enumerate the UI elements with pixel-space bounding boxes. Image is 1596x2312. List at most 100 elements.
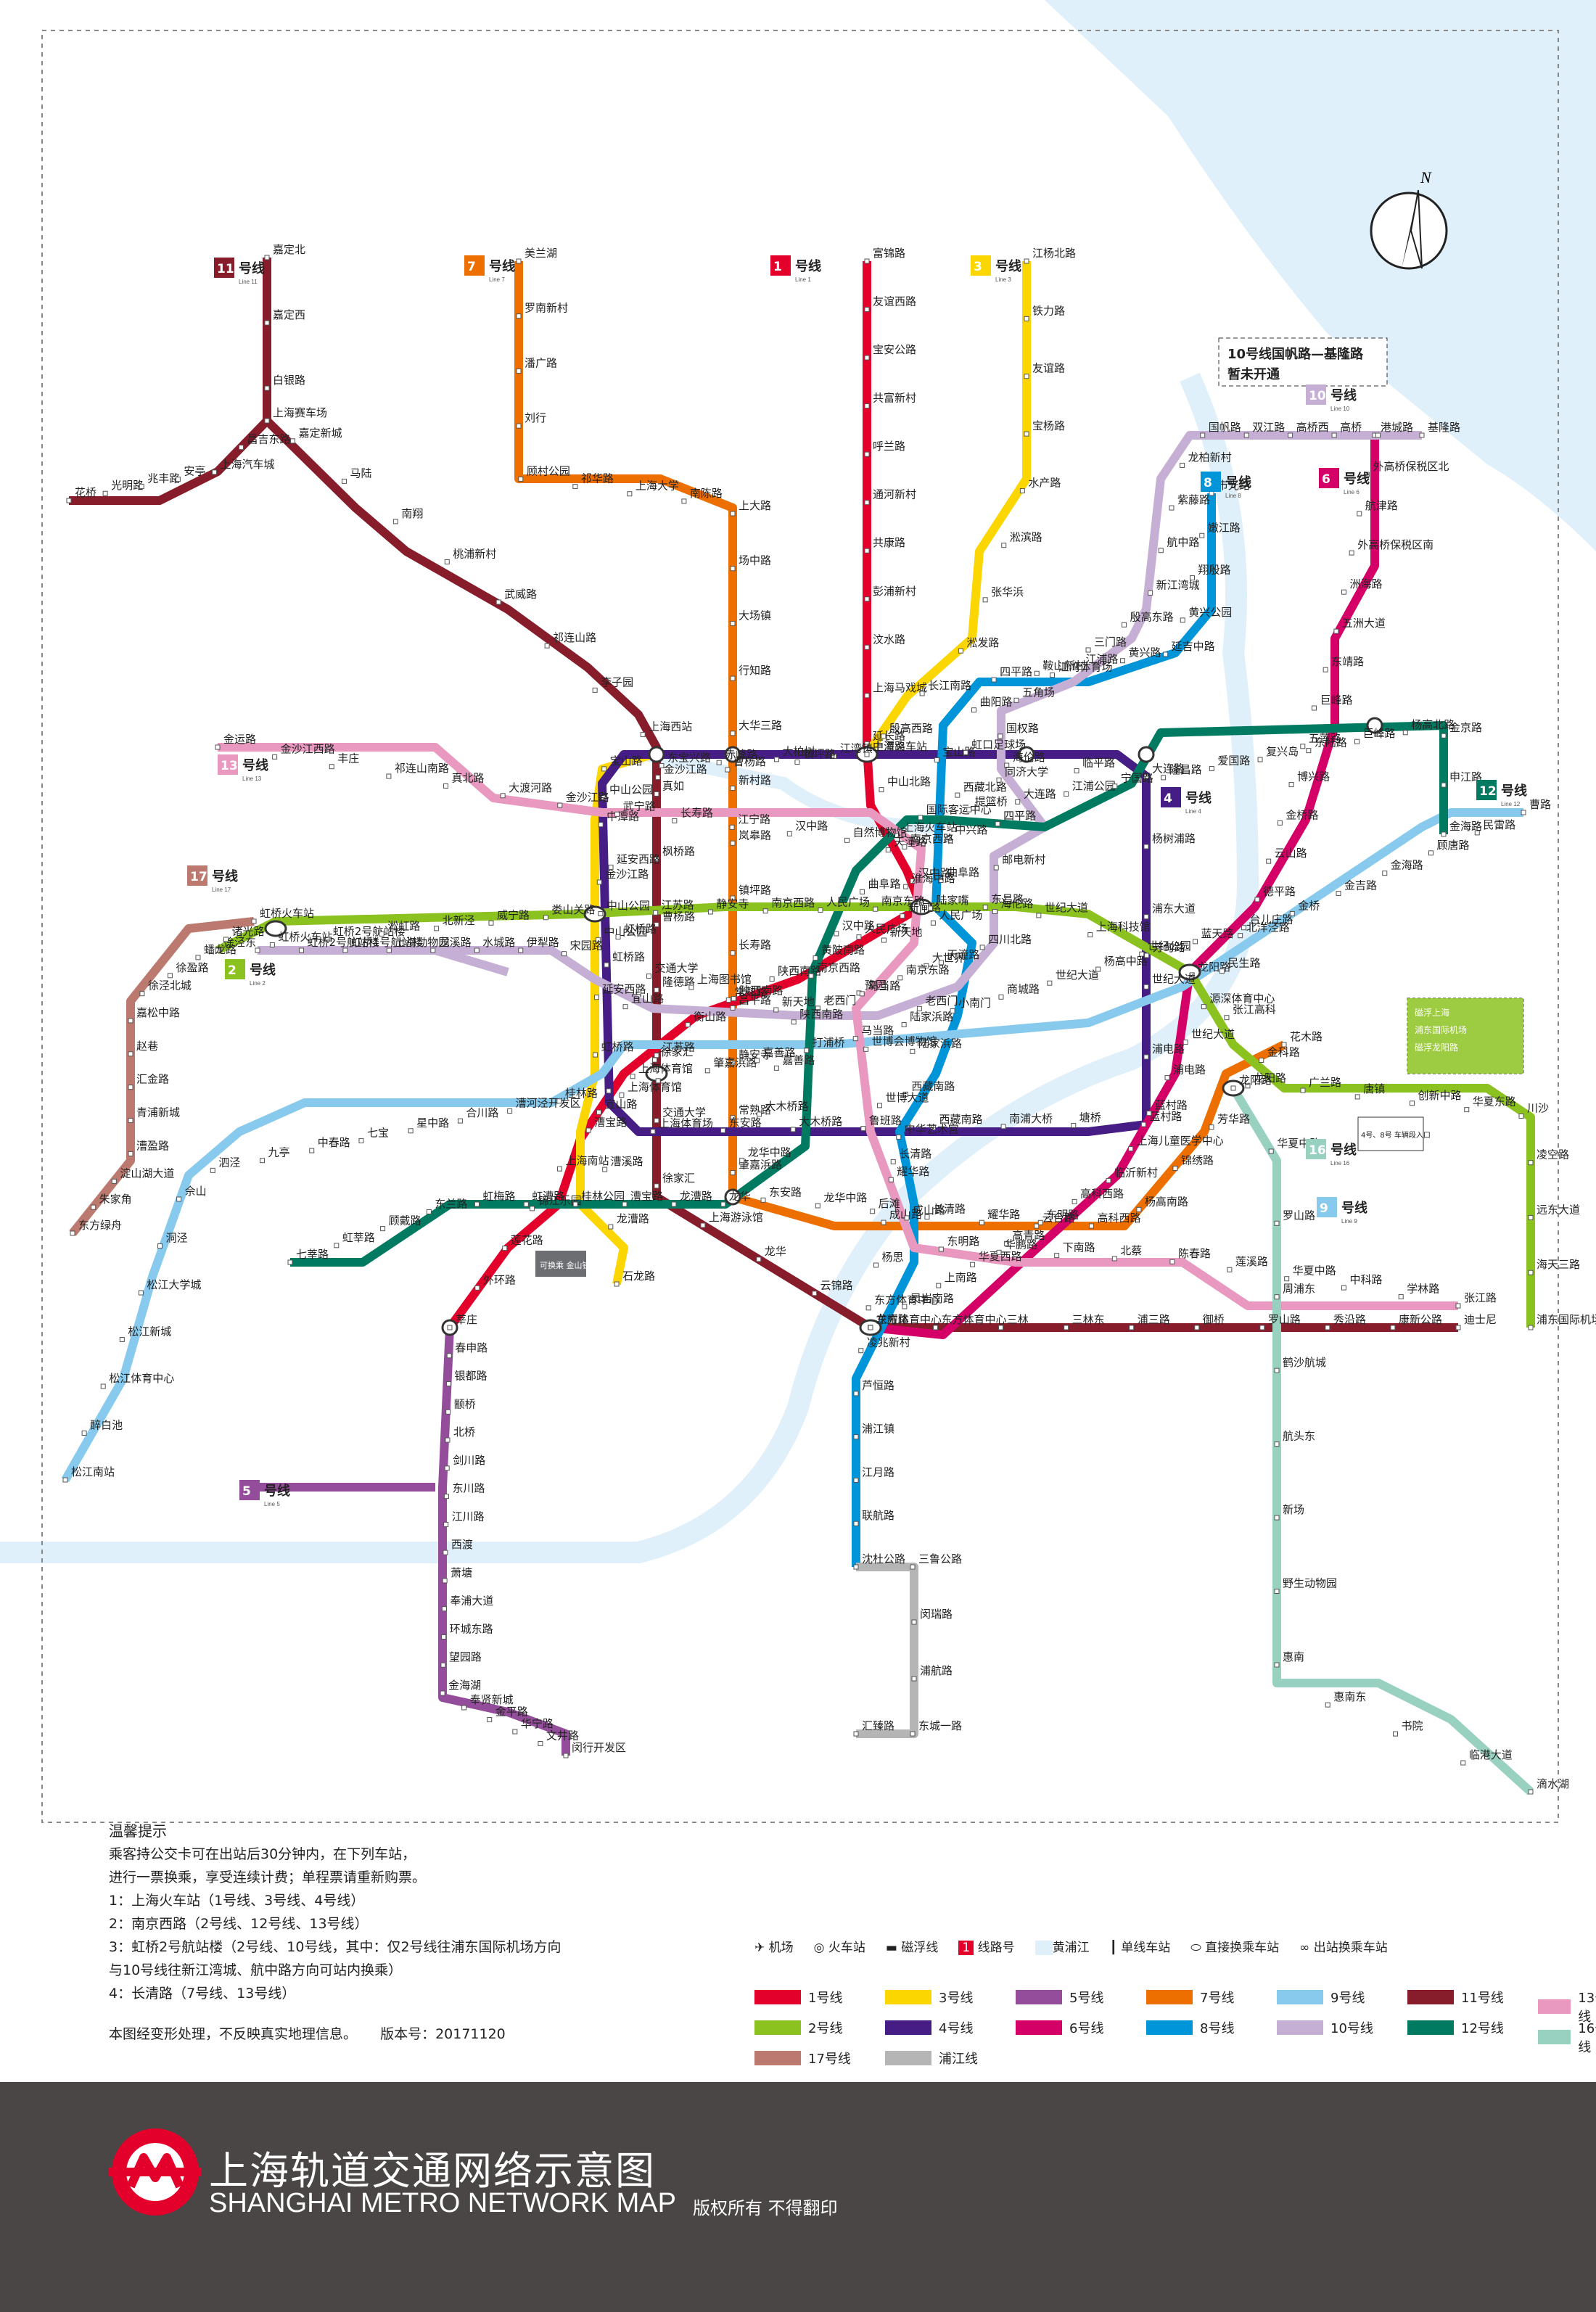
station-label: 东方绿舟	[78, 1219, 122, 1232]
station-marker	[730, 566, 736, 572]
station-label: 云锦路	[820, 1279, 853, 1292]
station-marker	[502, 1246, 508, 1251]
station-marker	[111, 1178, 117, 1184]
station-marker	[659, 763, 665, 769]
station-label: 南浦大桥	[1009, 1112, 1053, 1125]
station-marker	[853, 1521, 859, 1526]
station-label: 惠南东	[1333, 1690, 1366, 1703]
station-label: 世纪大道	[1056, 968, 1099, 982]
station-marker	[1441, 733, 1447, 739]
station-label: 罗山路	[1268, 1313, 1301, 1326]
station-label: 上海汽车城	[221, 458, 275, 471]
station-label: 友谊路	[1032, 362, 1065, 375]
station-marker	[730, 620, 736, 626]
station-marker	[700, 1222, 706, 1228]
station-marker	[890, 1159, 896, 1164]
station-label: 四川北路	[988, 933, 1032, 946]
station-marker	[730, 1005, 736, 1011]
station-marker	[685, 1022, 691, 1028]
station-marker	[1243, 432, 1249, 438]
station-label: 高桥西	[1296, 421, 1329, 434]
station-label: 翔殷路	[1198, 564, 1231, 577]
station-label: 学林路	[1407, 1283, 1439, 1296]
station-label: 青浦新城	[136, 1106, 180, 1119]
station-marker	[1071, 1198, 1077, 1204]
station-label: 德平路	[1263, 885, 1296, 898]
station-marker	[562, 951, 567, 957]
station-label: 上海体育馆	[638, 1062, 693, 1075]
single-station-legend: ┃ 单线车站	[1109, 1941, 1171, 1955]
station-marker	[1000, 1124, 1006, 1130]
station-marker	[445, 1437, 451, 1443]
station-marker	[175, 477, 181, 482]
station-marker	[754, 1058, 760, 1064]
station-label: 龙阳路	[1254, 1071, 1286, 1085]
station-marker	[543, 915, 548, 921]
station-marker	[903, 884, 909, 889]
station-label: 民雷路	[1483, 818, 1515, 831]
line-10	[258, 431, 1422, 1020]
station-label: 创新中路	[1418, 1089, 1461, 1102]
station-label: 伊犁路	[527, 936, 559, 949]
station-marker	[654, 922, 659, 928]
station-marker	[834, 931, 839, 937]
station-label: 世博大道	[885, 1091, 929, 1104]
station-marker	[66, 498, 72, 503]
station-label: 淀山湖大道	[120, 1167, 174, 1180]
line-12	[290, 721, 1448, 1267]
legend-swatch	[1016, 2020, 1062, 2035]
legend-label: 2号线	[808, 2021, 843, 2036]
station-marker	[1375, 432, 1381, 438]
station-label: 金沙江路	[664, 763, 707, 776]
station-label: 曹杨路	[662, 910, 695, 923]
line-badge-en: Line 2	[250, 980, 266, 987]
station-label: 上海火车站	[873, 740, 927, 753]
station-label: 下南路	[1063, 1241, 1095, 1254]
legend-swatch	[1538, 2030, 1571, 2044]
station-marker	[1200, 432, 1206, 438]
station-label: 浦东国际机场	[1537, 1313, 1596, 1326]
compass: N	[1370, 168, 1448, 270]
station-marker	[654, 987, 659, 993]
station-marker	[251, 918, 257, 924]
maglev-note-3: 磁浮龙阳路	[1415, 1042, 1458, 1053]
station-label: 东安路	[729, 1116, 762, 1129]
station-label: 星中路	[416, 1116, 449, 1130]
station-marker	[971, 707, 977, 713]
station-marker	[864, 355, 870, 361]
station-marker	[1037, 1219, 1043, 1225]
station-label: 武宁路	[623, 799, 656, 813]
station-marker	[853, 1564, 859, 1570]
station-label: 基隆路	[1428, 421, 1460, 434]
station-label: 外高桥保税区北	[1373, 460, 1449, 473]
legend-swatch	[1277, 2020, 1323, 2035]
station-marker	[853, 1731, 859, 1737]
station-marker	[538, 1740, 543, 1746]
station-marker	[544, 643, 550, 649]
station-label: 同济大学	[1005, 765, 1048, 778]
station-label: 大渡河路	[509, 781, 552, 794]
station-label: 上大路	[739, 499, 771, 512]
station-label: 张江高科	[1233, 1003, 1276, 1016]
line-badge-en: Line 13	[242, 776, 262, 782]
station-label: 台儿庄路	[1249, 913, 1293, 926]
station-marker	[1398, 1294, 1404, 1300]
station-label: 北洋泾路	[1246, 921, 1290, 934]
station-marker	[902, 1304, 908, 1309]
station-marker	[901, 1022, 907, 1028]
station-marker	[408, 1128, 414, 1134]
station-marker	[563, 1753, 569, 1758]
station-marker	[62, 1477, 68, 1483]
maglev-legend: ▬ 磁浮线	[885, 1941, 939, 1955]
station-label: 潘广路	[525, 356, 557, 369]
station-marker	[1169, 1259, 1175, 1264]
station-label: 龙阳路	[1239, 1074, 1272, 1087]
station-label: 镇坪路	[739, 884, 771, 897]
line-1	[446, 261, 926, 1330]
station-label: 江川路	[452, 1510, 485, 1523]
station-marker	[128, 1085, 133, 1090]
line-badge-number: 6	[1322, 472, 1330, 487]
